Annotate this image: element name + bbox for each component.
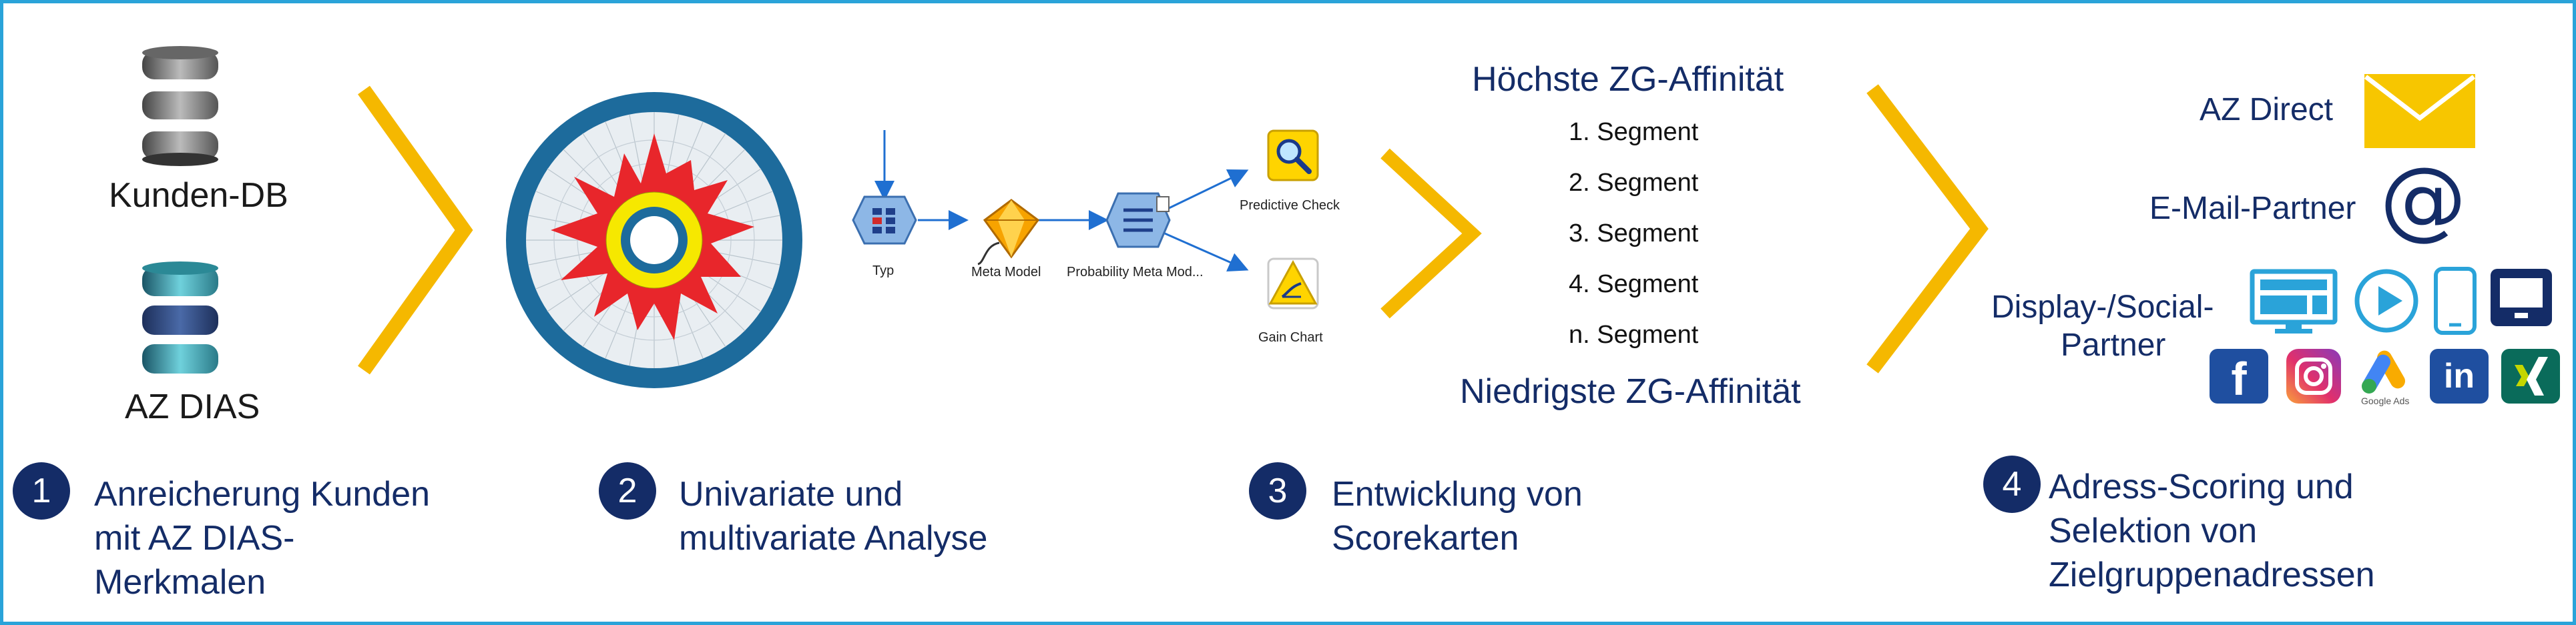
probability-node-label: Probability Meta Mod... [1067,265,1204,279]
instagram-icon [2286,349,2341,404]
type-node-icon [852,195,917,245]
radial-analysis-chart [506,92,802,388]
desktop-screen-icon [2491,269,2552,326]
step-2-line: multivariate Analyse [679,519,988,558]
customer-db-label: Kunden-DB [109,176,288,215]
step-4-line: Zielgruppenadressen [2049,556,2375,594]
step-2-line: Univariate und [679,475,903,514]
step-number-1: 1 [13,462,70,520]
gain-chart-label: Gain Chart [1258,330,1323,345]
chevron-right-icon [358,85,473,375]
step-1-line: mit AZ DIAS- [94,519,295,558]
chevron-right-icon [1866,84,1989,374]
meta-model-node-icon [983,199,1040,259]
step-4-description: Adress-Scoring und Selektion von Zielgru… [2049,465,2375,597]
email-partner-label: E-Mail-Partner [2149,191,2356,226]
smartphone-icon [2434,267,2477,335]
step-number-3: 3 [1249,462,1306,520]
monitor-display-icon [2250,269,2338,334]
segment-item: 4. Segment [1569,270,1699,298]
step-1-line: Anreicherung Kunden [94,475,431,514]
step-1-line: Merkmalen [94,563,266,602]
facebook-icon: f [2210,349,2268,405]
segments-bottom-label: Niedrigste ZG-Affinität [1460,372,1801,411]
segments-top-label: Höchste ZG-Affinität [1472,60,1784,99]
meta-model-node-label: Meta Model [971,265,1041,279]
gain-chart-icon [1267,257,1319,309]
probability-node-icon [1105,192,1171,248]
step-3-line: Scorekarten [1332,519,1519,558]
type-node-label: Typ [872,263,894,278]
step-4-line: Selektion von [2049,512,2258,550]
step-3-description: Entwicklung von Scorekarten [1332,472,1583,560]
step-number-4: 4 [1983,456,2041,513]
step-2-description: Univariate und multivariate Analyse [679,472,987,560]
model-flow-connectors [874,130,1249,272]
display-partner-label-line1: Display-/Social- [1991,289,2214,325]
segment-item: 1. Segment [1569,118,1699,146]
segment-item: 2. Segment [1569,169,1699,197]
display-partner-label-line2: Partner [2061,328,2166,363]
segment-item: 3. Segment [1569,219,1699,247]
step-number-2: 2 [599,462,656,520]
chevron-right-icon [1380,148,1482,319]
google-ads-label: Google Ads [2361,396,2410,406]
envelope-icon [2364,74,2476,148]
predictive-check-label: Predictive Check [1240,198,1340,213]
video-play-icon [2354,269,2418,333]
meta-model-curve-icon [977,241,1000,265]
xing-icon [2501,349,2560,404]
predictive-check-icon [1267,129,1319,181]
database-teal-icon [142,261,218,374]
database-gray-icon [142,46,218,166]
step-1-description: Anreicherung Kunden mit AZ DIAS- Merkmal… [94,472,430,604]
az-direct-label: AZ Direct [2200,92,2334,127]
az-dias-label: AZ DIAS [125,388,260,426]
google-ads-icon [2362,350,2405,394]
segment-item: n. Segment [1569,321,1699,349]
at-sign-icon: @ [2380,148,2467,249]
step-3-line: Entwicklung von [1332,475,1583,514]
linkedin-icon: in [2430,349,2489,404]
step-4-line: Adress-Scoring und [2049,468,2354,506]
